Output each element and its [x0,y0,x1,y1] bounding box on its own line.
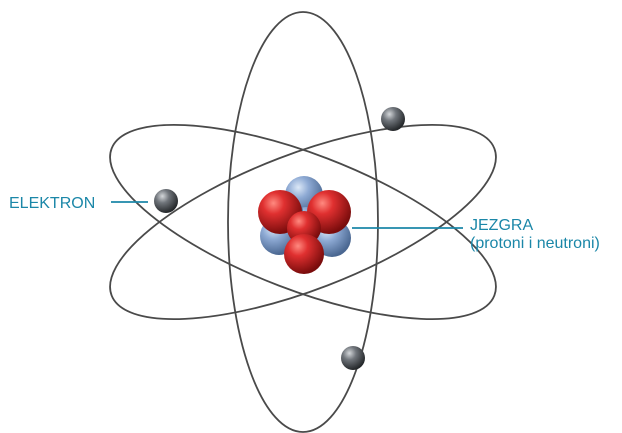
electrons [154,107,405,370]
electron-top-right [381,107,405,131]
electron-bottom [341,346,365,370]
orbit-falling [109,124,497,320]
orbit-rising [109,124,497,320]
electron-left [154,189,178,213]
nucleus-label-title: JEZGRA [470,217,534,234]
nucleus [258,176,351,274]
nucleus-label: JEZGRA (protoni i neutroni) [470,217,600,253]
proton [284,234,324,274]
nucleus-label-detail: (protoni i neutroni) [470,235,600,252]
electron-label: ELEKTRON [9,195,96,212]
orbit-vertical [227,11,379,433]
orbits [109,11,497,433]
